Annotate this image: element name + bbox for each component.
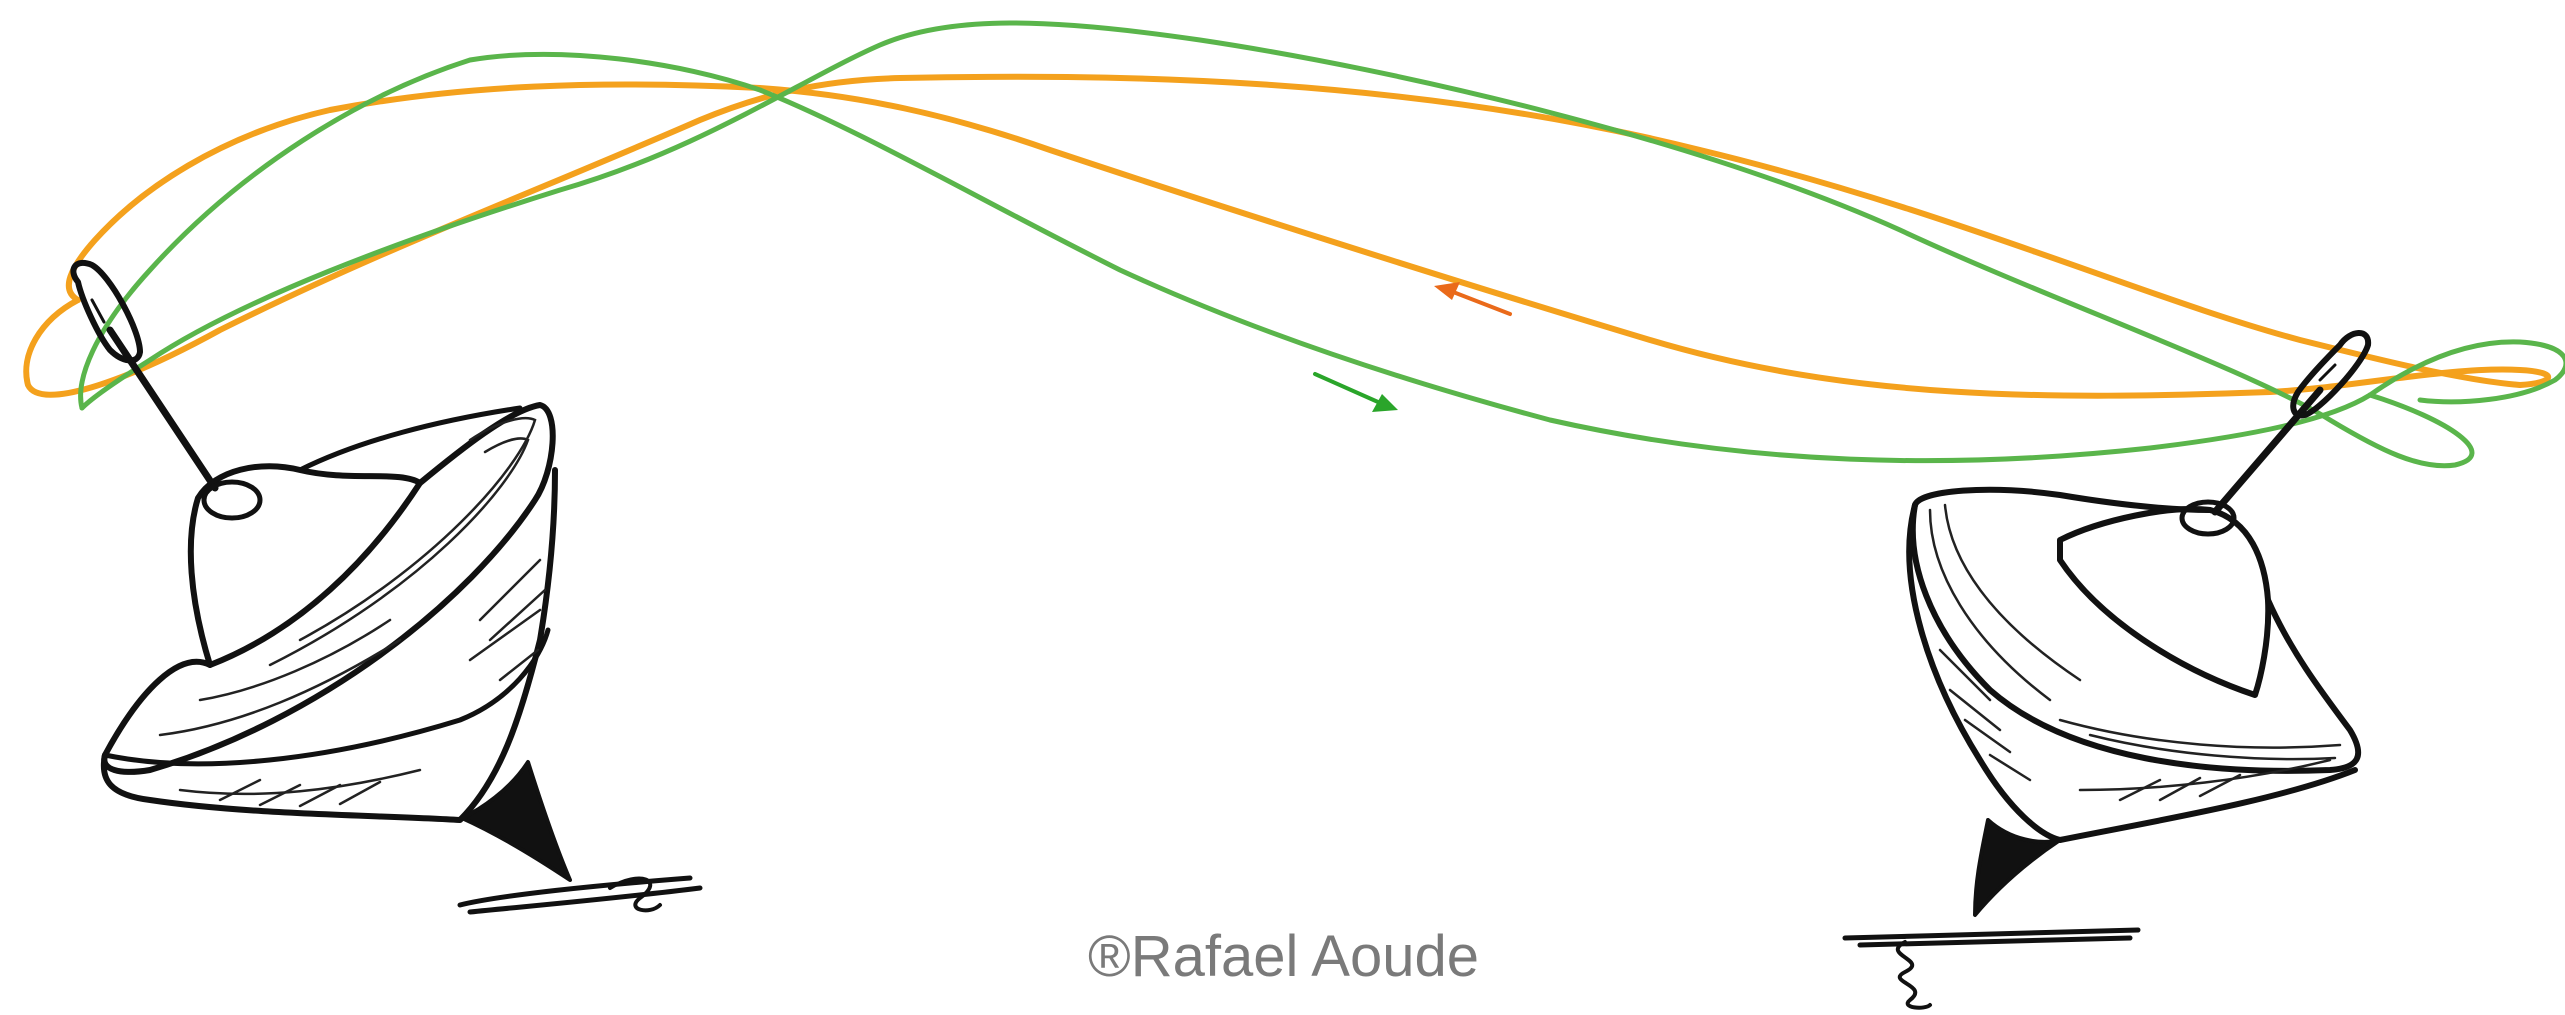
green-trajectory (78, 20, 2565, 469)
copyright-credit: ®Rafael Aoude (0, 928, 2565, 986)
orange-trajectory (23, 73, 2552, 399)
credit-text: ®Rafael Aoude (1087, 924, 1480, 989)
arrow-left-icon (1434, 282, 1512, 316)
spinning-top-icon (1842, 330, 2372, 1010)
arrow-right-icon (1313, 372, 1398, 412)
spinning-top-icon (70, 260, 703, 915)
